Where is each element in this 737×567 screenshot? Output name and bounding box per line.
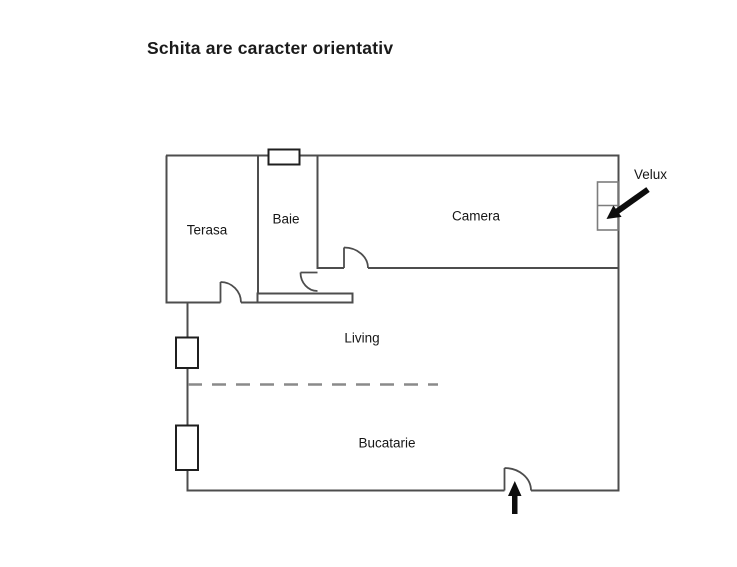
entrance-arrow-icon <box>508 481 522 514</box>
baie-window <box>267 148 301 166</box>
windows <box>175 148 301 471</box>
room-label-terasa: Terasa <box>186 222 228 238</box>
room-label-living: Living <box>344 330 380 346</box>
living-window <box>175 336 199 369</box>
bucatarie-window <box>175 424 199 471</box>
room-label-bucatarie: Bucatarie <box>358 435 416 451</box>
room-label-baie: Baie <box>272 211 300 227</box>
velux-arrow-icon <box>606 187 650 219</box>
velux-window <box>596 181 619 231</box>
doors <box>219 246 532 491</box>
page-title: Schita are caracter orientativ <box>147 38 394 58</box>
entrance-door <box>503 467 532 491</box>
baie-door <box>299 271 318 292</box>
arrows <box>508 187 650 514</box>
camera-door <box>343 246 369 269</box>
hall-thick-wall <box>256 292 354 304</box>
velux-label: Velux <box>634 167 668 182</box>
room-label-camera: Camera <box>451 208 501 224</box>
terasa-door <box>219 281 242 303</box>
